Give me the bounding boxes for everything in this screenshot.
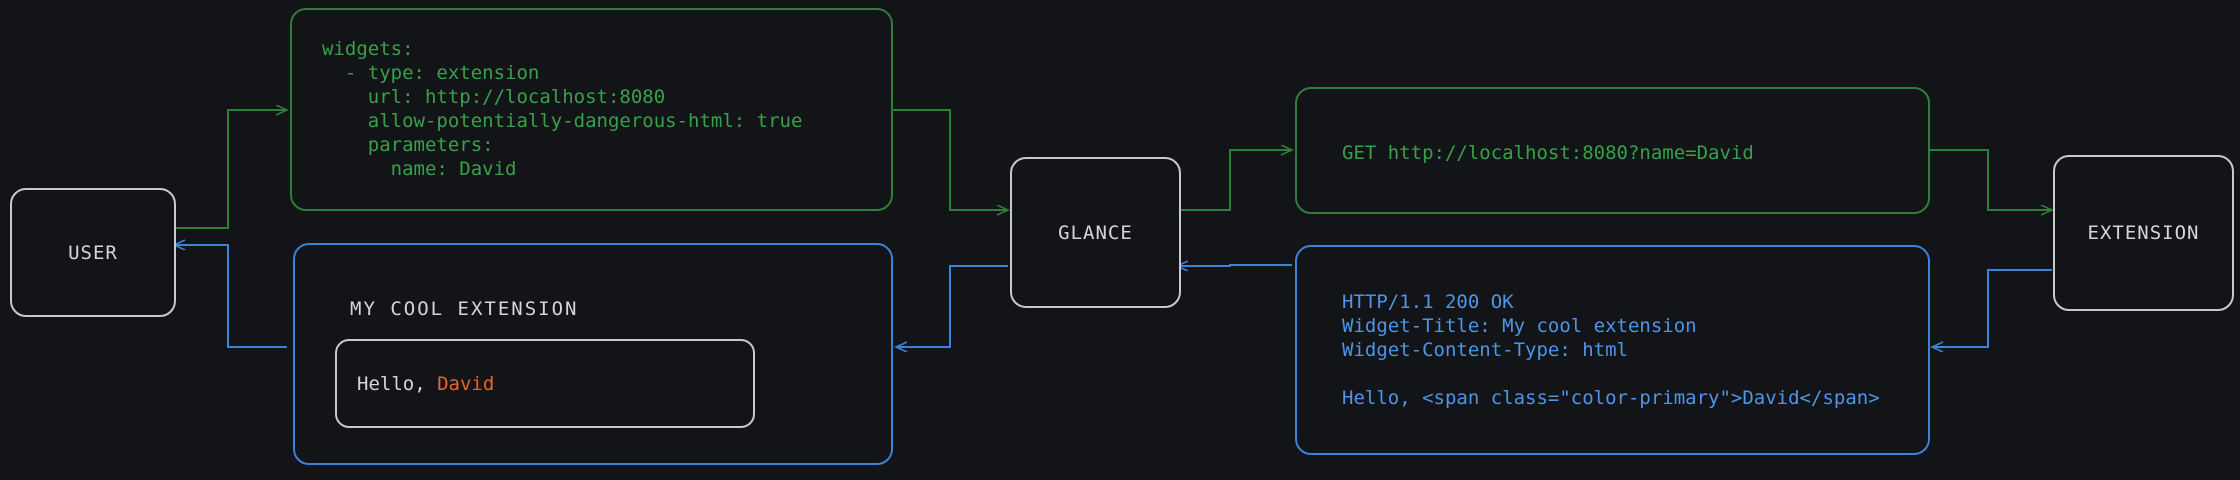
wire-response-to-glance	[1177, 265, 1292, 266]
node-user[interactable]: USER	[10, 188, 176, 317]
panel-widget: MY COOL EXTENSION Hello, David	[293, 243, 893, 465]
response-code: HTTP/1.1 200 OK Widget-Title: My cool ex…	[1342, 291, 1880, 409]
widget-greeting-name: David	[437, 372, 495, 395]
panel-response: HTTP/1.1 200 OK Widget-Title: My cool ex…	[1295, 245, 1930, 455]
wire-widget-to-user	[174, 245, 287, 348]
widget-greeting: Hello, David	[337, 373, 494, 395]
panel-config: widgets: - type: extension url: http://l…	[290, 8, 893, 211]
widget-greeting-prefix: Hello,	[357, 372, 438, 395]
node-glance-label: GLANCE	[1058, 221, 1133, 244]
wire-config-to-glance	[893, 109, 1008, 210]
wire-extension-to-response	[1932, 269, 2052, 347]
widget-content-box: Hello, David	[335, 339, 755, 428]
panel-request: GET http://localhost:8080?name=David	[1295, 87, 1930, 214]
wire-glance-to-request	[1177, 150, 1292, 211]
node-glance[interactable]: GLANCE	[1010, 157, 1181, 308]
request-code: GET http://localhost:8080?name=David	[1342, 142, 1754, 164]
node-extension[interactable]: EXTENSION	[2053, 155, 2234, 311]
wire-request-to-extension	[1930, 149, 2052, 210]
wire-glance-to-widget	[896, 265, 1008, 347]
node-user-label: USER	[68, 241, 118, 264]
wire-user-to-config	[172, 110, 287, 229]
config-code: widgets: - type: extension url: http://l…	[322, 38, 803, 180]
widget-title: MY COOL EXTENSION	[350, 298, 579, 320]
node-extension-label: EXTENSION	[2087, 222, 2200, 244]
